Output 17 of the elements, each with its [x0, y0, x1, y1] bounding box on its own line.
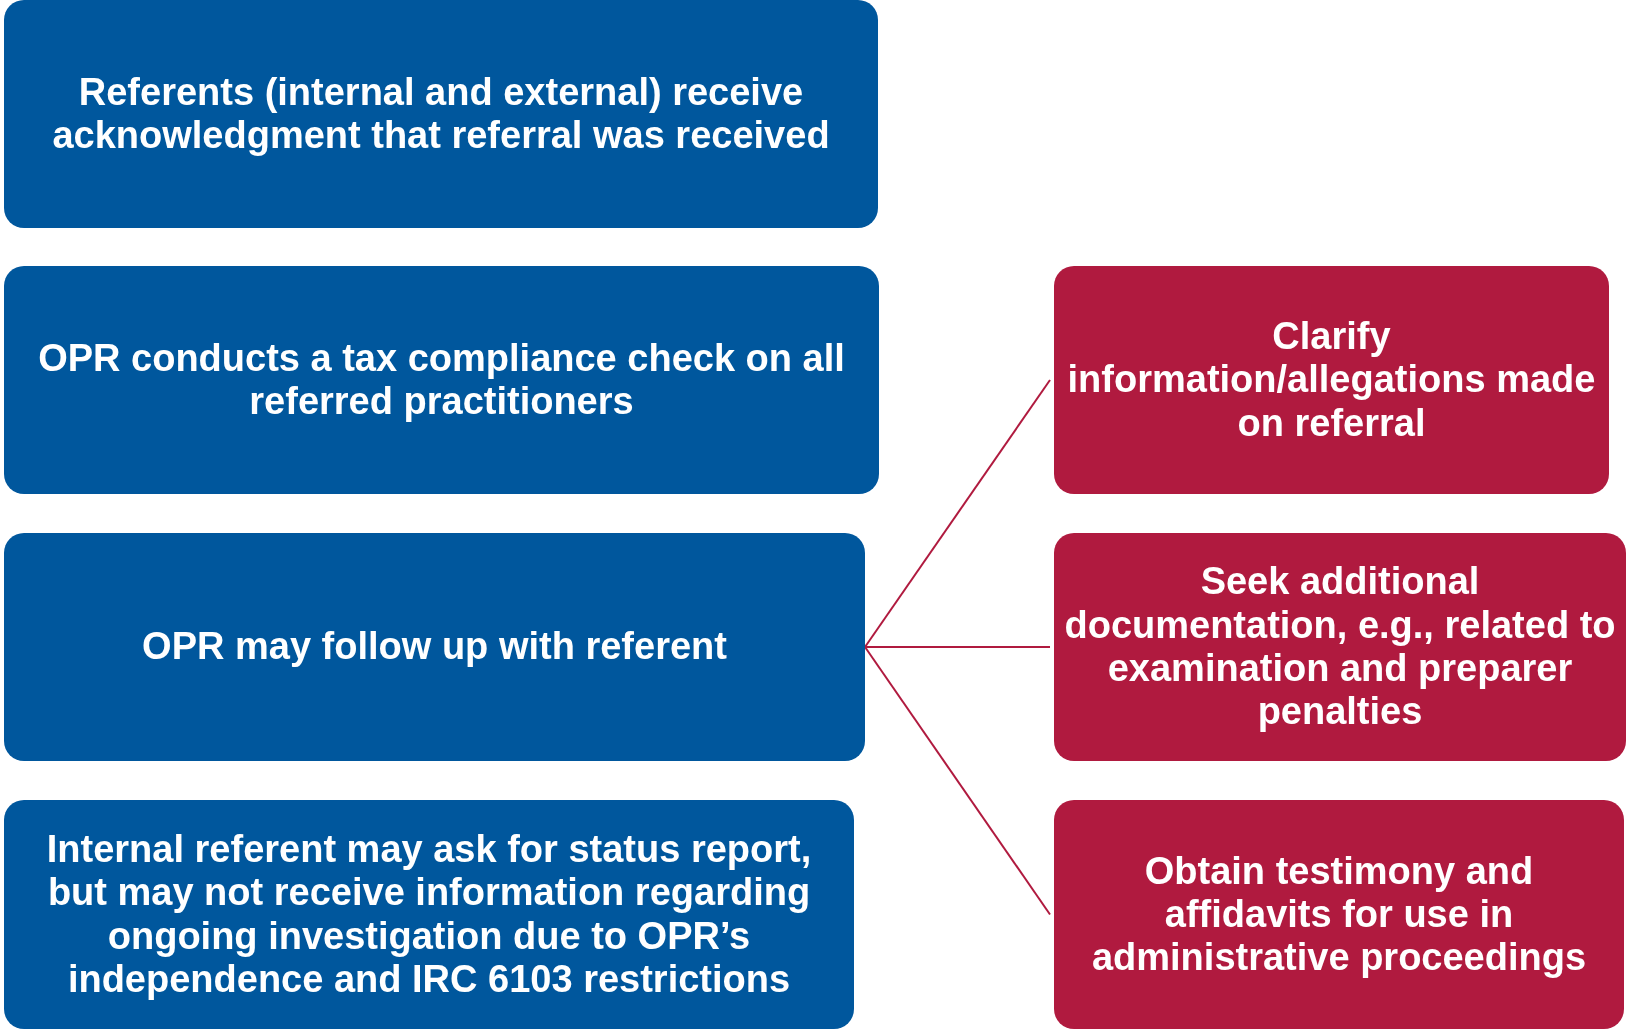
process-box — [4, 0, 878, 228]
process-box — [1054, 533, 1626, 761]
box-text: Internal referent may ask for status report, but may not receive information regarding ongoing investigation due to OPR’s independence and IRC 6103 restrictions — [45, 827, 813, 1002]
box-text: OPR may follow up with referent — [142, 625, 727, 669]
box-text: OPR conducts a tax compliance check on all referred practitioners — [37, 336, 846, 424]
box-text: Obtain testimony and affidavits for use in administrative proceedings — [1090, 849, 1588, 980]
process-box — [4, 266, 879, 494]
process-box — [1054, 800, 1624, 1029]
box-text: Referents (internal and external) receive acknowledgment that referral was received — [51, 70, 831, 158]
process-box — [4, 800, 854, 1029]
box-text: Seek additional documentation, e.g., related to examination and preparer penalties — [1063, 560, 1617, 734]
box-text: Clarify information/allegations made on referral — [1066, 315, 1597, 445]
process-box — [1054, 266, 1609, 494]
connector-line — [864, 646, 1051, 648]
connector-line — [864, 646, 1051, 916]
connector-line — [864, 379, 1051, 648]
process-box — [4, 533, 865, 761]
